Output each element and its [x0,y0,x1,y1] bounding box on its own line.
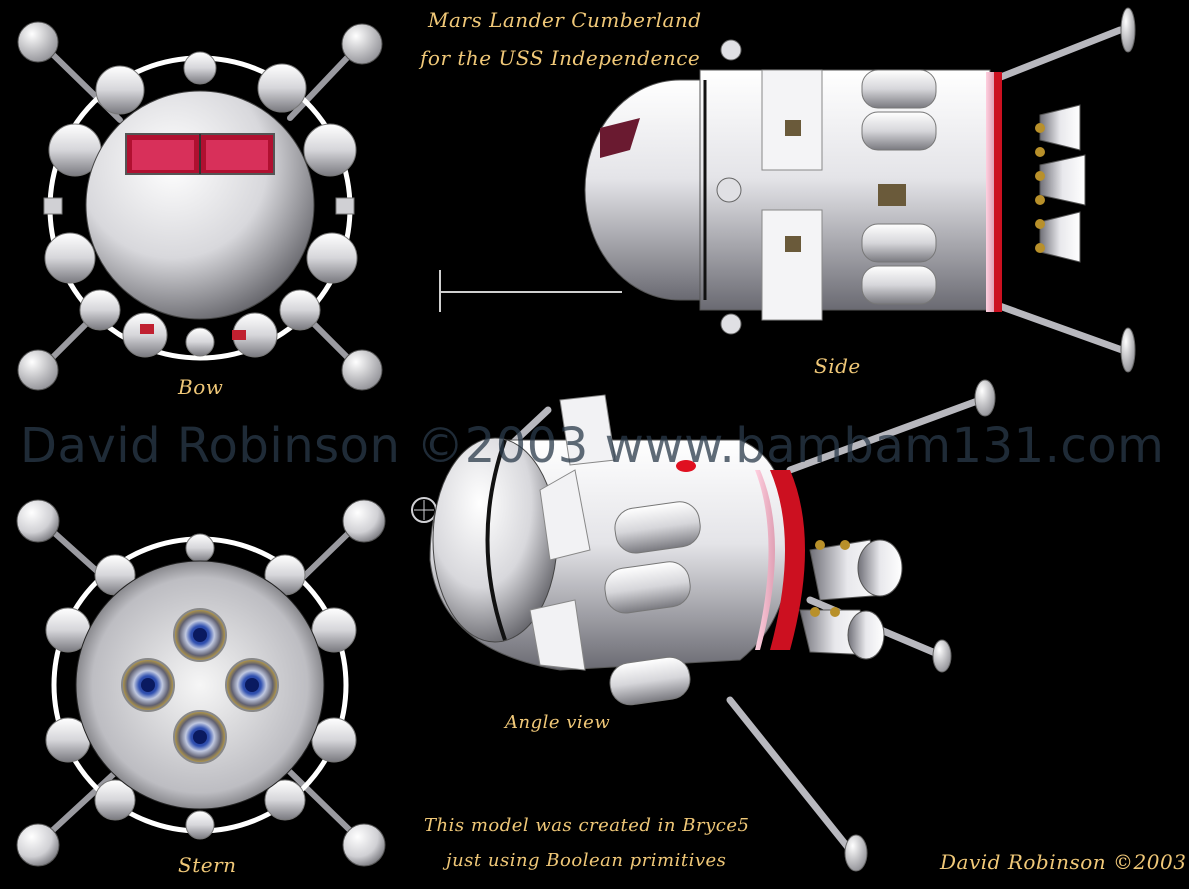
angle-view [411,379,996,872]
angle-view-label: Angle view [505,712,611,733]
bow-view [17,21,383,391]
side-label: Side [814,354,861,378]
bow-label: Bow [178,375,224,399]
title-line-2: for the USS Independence [420,46,701,70]
note-line-2: just using Boolean primitives [446,850,727,871]
signature: David Robinson ©2003 [940,850,1187,874]
stern-label: Stern [178,853,237,877]
note-line-1: This model was created in Bryce5 [424,815,750,836]
title-line-1: Mars Lander Cumberland [428,8,702,32]
side-view [439,7,1136,373]
stern-view [16,499,386,867]
watermark: David Robinson ©2003 www.bambam131.com [20,418,1165,474]
